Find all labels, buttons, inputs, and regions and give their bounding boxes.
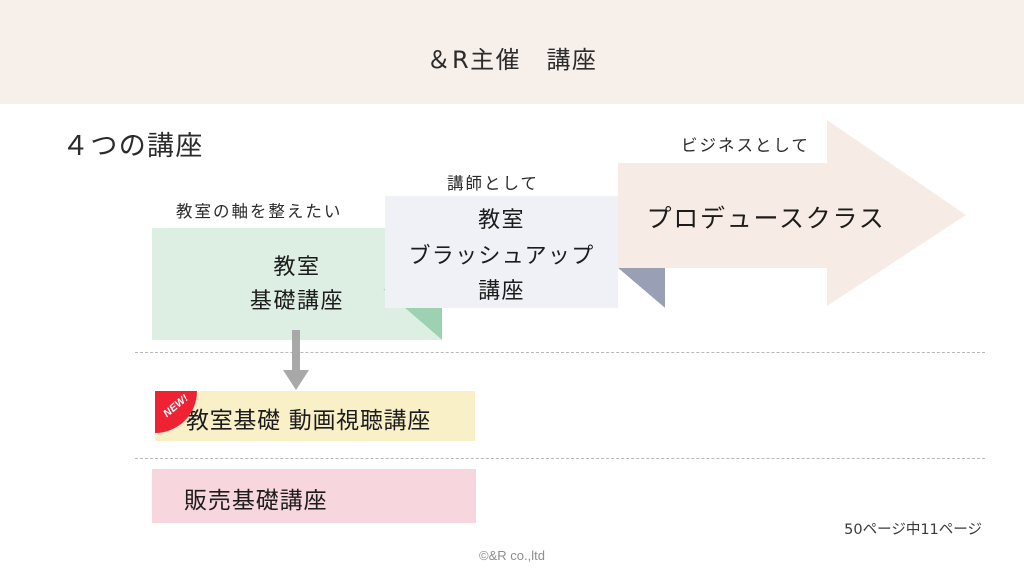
stage-caption-classroom-brushup: 講師として [447, 174, 539, 193]
stage-label-classroom-basic: 教室 基礎講座 [249, 255, 345, 315]
stage-label-classroom-brushup: 教室 ブラッシュアップ 講座 [408, 208, 595, 305]
copyright-notice: ©&R co.,ltd [479, 548, 545, 563]
fold-corner-classroom-brushup [618, 268, 665, 308]
course-block-sales-basic[interactable]: 販売基礎講座 [152, 469, 476, 523]
page-indicator: 50ページ中11ページ [844, 522, 982, 538]
stage-label-produce-class: プロデュースクラス [646, 204, 886, 233]
header-band [0, 0, 1024, 104]
divider-lower [135, 458, 985, 459]
right-arrow-shape-icon [618, 120, 966, 306]
stage-caption-classroom-basic: 教室の軸を整えたい [176, 202, 343, 221]
stage-caption-produce-class: ビジネスとして [681, 136, 810, 155]
stage-block-classroom-brushup[interactable]: 教室 ブラッシュアップ 講座 [385, 196, 618, 308]
stage-block-produce-class[interactable]: プロデュースクラス [618, 120, 966, 306]
divider-upper [135, 352, 985, 353]
course-label-video-course: 教室基礎 動画視聴講座 [186, 408, 431, 434]
down-arrow-icon [281, 330, 311, 392]
page-title: ４つの講座 [62, 131, 204, 162]
course-label-sales-basic: 販売基礎講座 [184, 488, 328, 514]
course-block-video-course[interactable]: 教室基礎 動画視聴講座 [155, 391, 475, 441]
header-title: ＆R主催 講座 [426, 46, 598, 74]
